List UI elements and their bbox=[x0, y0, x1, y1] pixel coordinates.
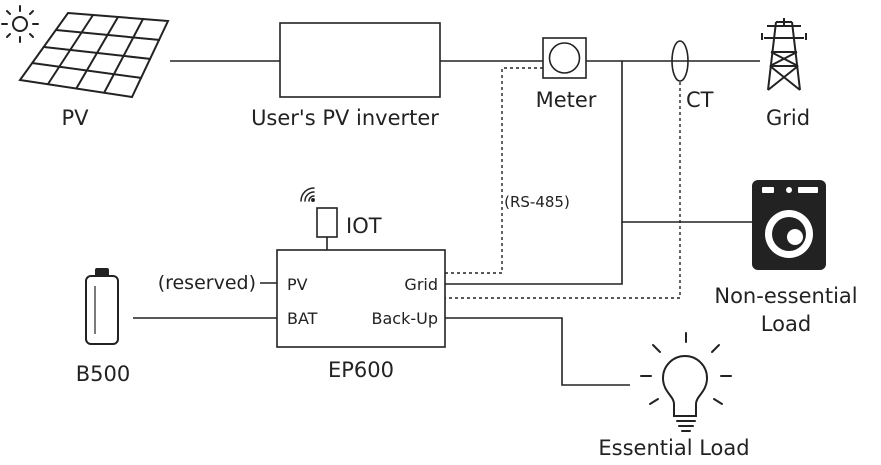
grid-tower-icon bbox=[761, 18, 807, 91]
meter-icon bbox=[542, 37, 587, 79]
ep600-label: EP600 bbox=[328, 358, 394, 382]
pv-inverter-box bbox=[279, 22, 441, 98]
iot-module-box bbox=[316, 207, 338, 238]
nonessential-load-label-line1: Non-essential bbox=[714, 284, 857, 308]
pv-inverter-label: User's PV inverter bbox=[251, 106, 439, 130]
nonessential-load-label-line2: Load bbox=[761, 312, 811, 336]
sun-icon bbox=[1, 5, 39, 43]
iot-label: IOT bbox=[346, 214, 382, 238]
light-bulb-icon bbox=[640, 332, 732, 432]
communication-lines bbox=[445, 67, 681, 299]
ct-label: CT bbox=[686, 88, 714, 112]
solar-panel-icon bbox=[18, 11, 170, 99]
b500-label: B500 bbox=[76, 362, 131, 386]
wire-ep600-backup-essential bbox=[445, 317, 630, 386]
rs485-label: (RS-485) bbox=[504, 193, 570, 211]
battery-icon bbox=[85, 268, 119, 345]
wire-ep600-grid bbox=[445, 222, 623, 285]
ep600-port-pv: PV bbox=[287, 275, 308, 294]
reserved-label: (reserved) bbox=[158, 272, 256, 294]
ct-clamp-icon bbox=[671, 40, 689, 82]
grid-label: Grid bbox=[766, 106, 810, 130]
rs485-line bbox=[445, 67, 543, 274]
wire-nonessential-load bbox=[621, 61, 752, 223]
essential-load-label: Essential Load bbox=[598, 436, 749, 460]
ep600-port-bat: BAT bbox=[287, 309, 318, 328]
meter-label: Meter bbox=[536, 88, 597, 112]
ep600-port-backup: Back-Up bbox=[372, 309, 438, 328]
wires bbox=[133, 60, 760, 386]
ep600-port-grid: Grid bbox=[404, 275, 438, 294]
ep600-box bbox=[276, 249, 446, 348]
ct-signal-line bbox=[445, 82, 681, 299]
pv-label: PV bbox=[61, 106, 89, 130]
wifi-icon bbox=[300, 187, 315, 202]
washing-machine-icon bbox=[752, 180, 826, 270]
